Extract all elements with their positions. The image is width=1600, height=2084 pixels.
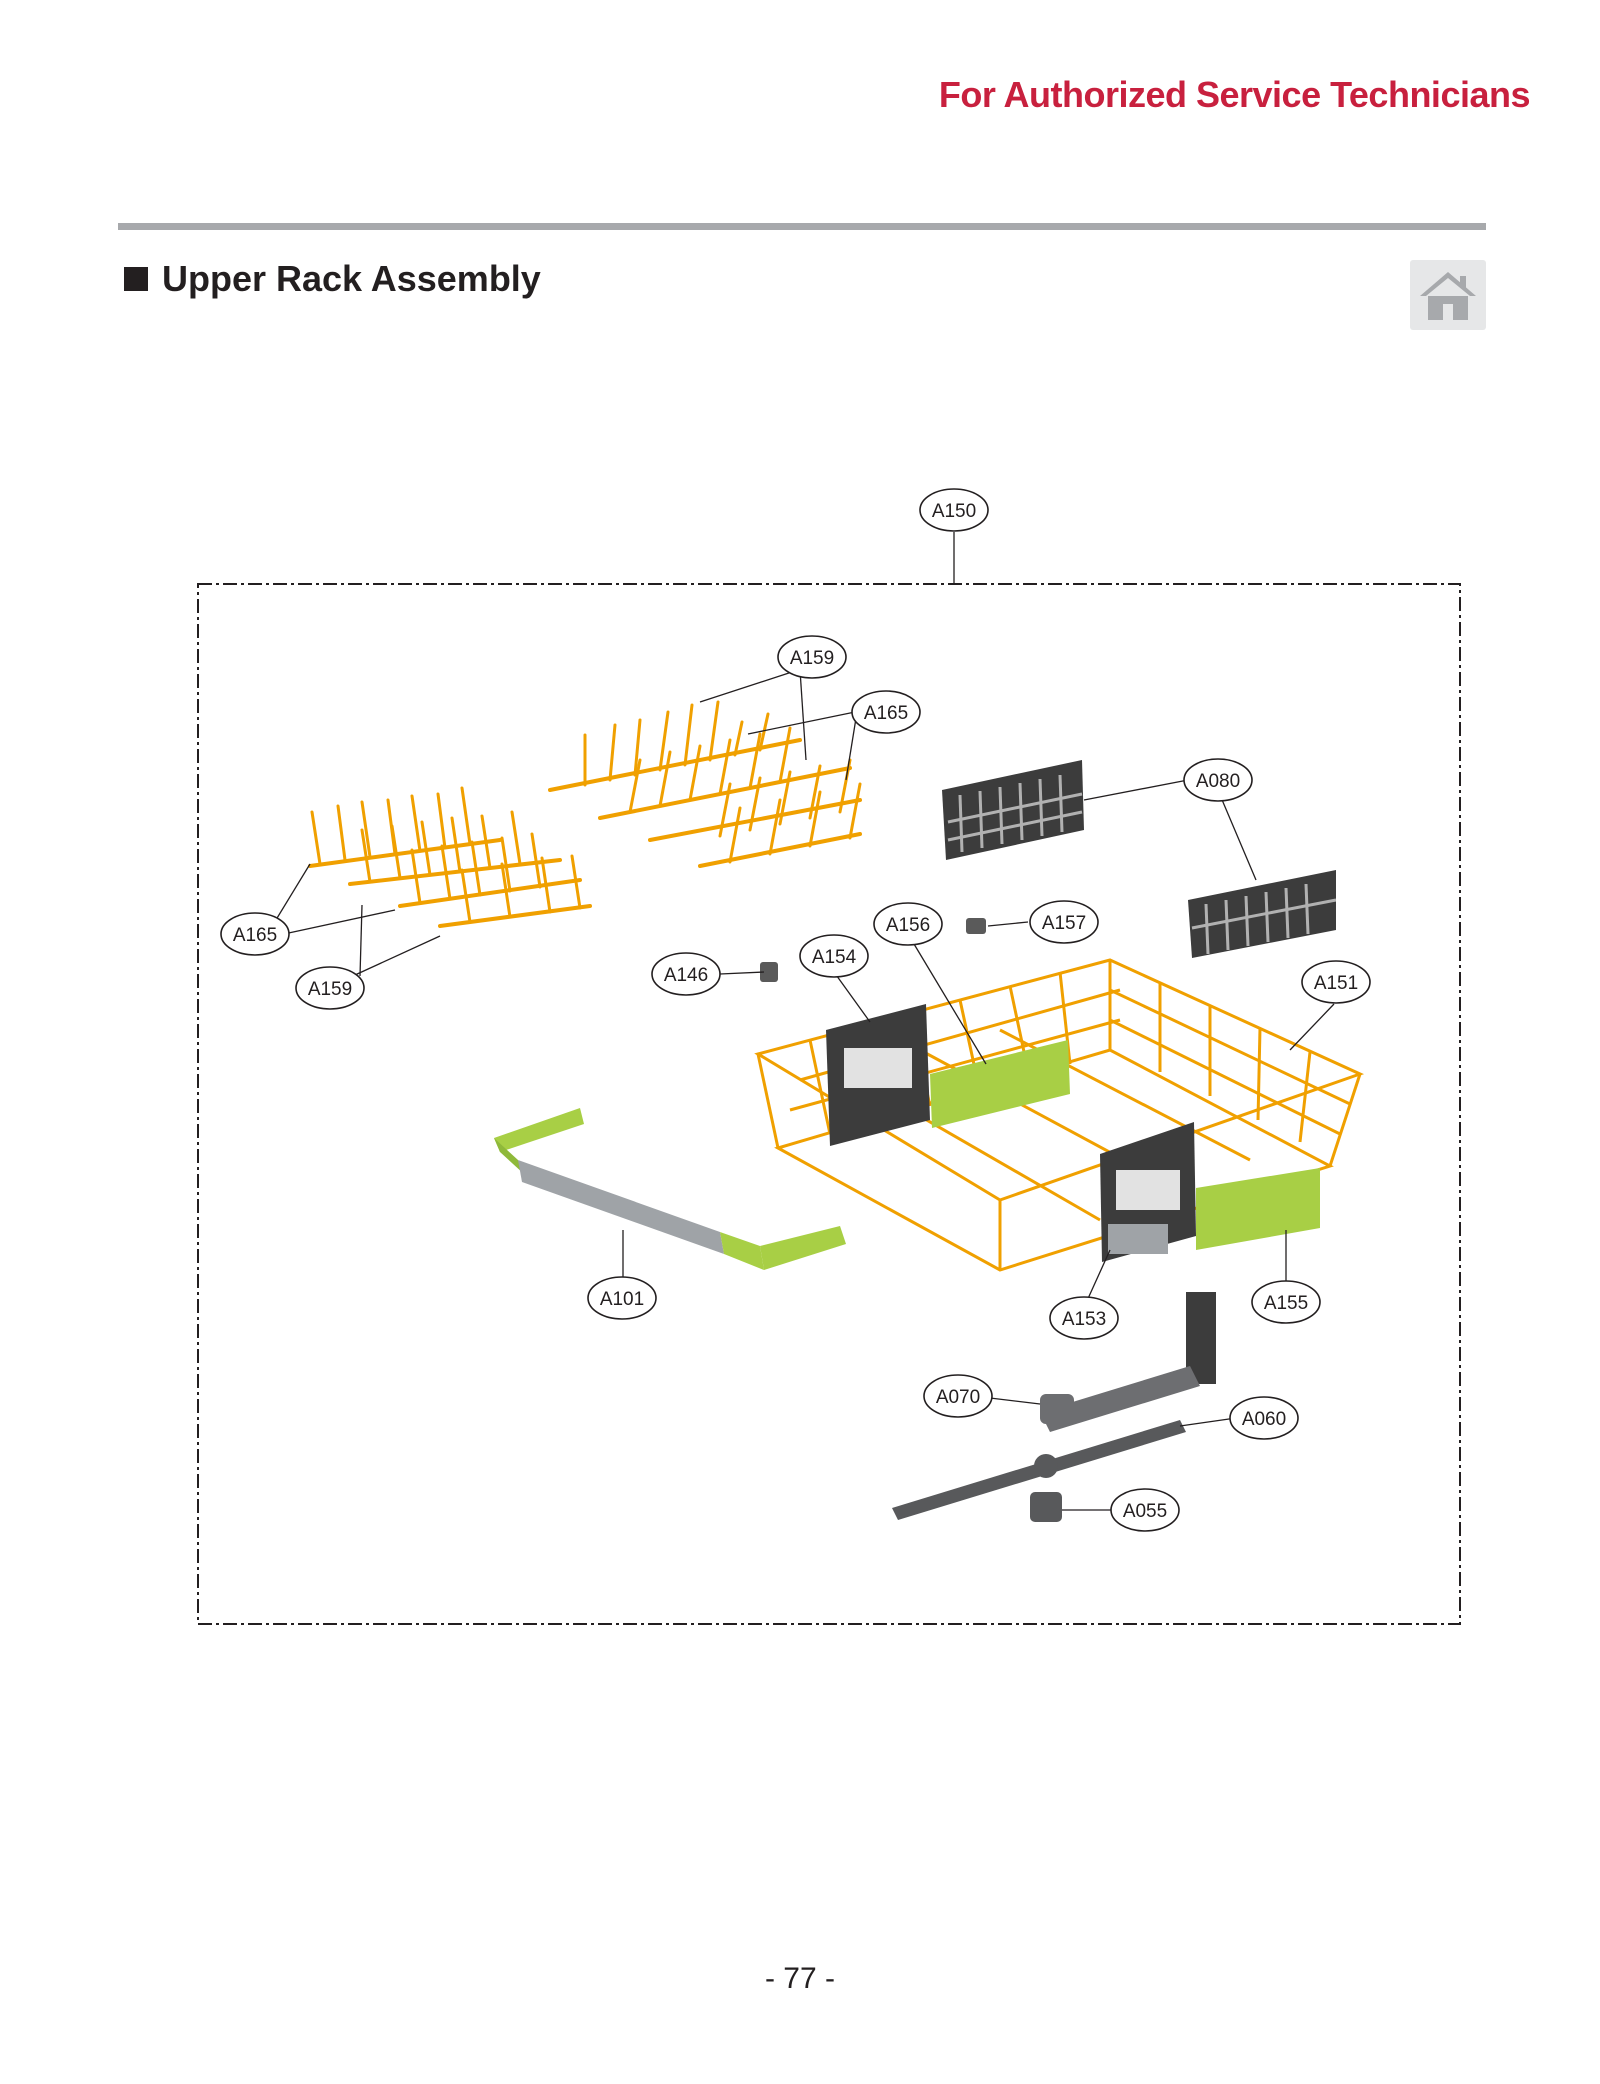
callout-a070: A070 (923, 1374, 993, 1418)
callout-a151: A151 (1301, 960, 1371, 1004)
assembly-boundary (197, 583, 1461, 1625)
home-button[interactable] (1410, 260, 1486, 330)
svg-text:A159: A159 (790, 648, 834, 669)
svg-text:A101: A101 (600, 1289, 644, 1310)
callout-a150: A150 (919, 488, 989, 532)
tine-row-left-spikes (310, 786, 582, 924)
leader-lines (270, 532, 1335, 1511)
callout-a157: A157 (1029, 900, 1099, 944)
callout-a154: A154 (799, 934, 869, 978)
tine-row-left (308, 838, 592, 928)
svg-text:A159: A159 (308, 979, 352, 1000)
svg-text:A154: A154 (812, 947, 857, 968)
spray-arm-hub (1030, 1492, 1062, 1522)
adjuster-left (826, 1004, 1070, 1146)
callout-a153: A153 (1049, 1296, 1119, 1340)
svg-text:A156: A156 (886, 915, 930, 936)
callout-a080: A080 (1183, 758, 1253, 802)
svg-text:A157: A157 (1042, 913, 1086, 934)
tine-row-top-spikes (583, 700, 862, 864)
svg-text:A165: A165 (233, 925, 277, 946)
page-number: - 77 - (764, 1962, 836, 1995)
spray-arm (892, 1420, 1186, 1520)
callout-a155: A155 (1251, 1280, 1321, 1324)
svg-text:A080: A080 (1196, 771, 1240, 792)
home-icon (1420, 272, 1476, 320)
callout-a165-left: A165 (220, 912, 290, 956)
callout-a156: A156 (873, 902, 943, 946)
section-title: Upper Rack Assembly (162, 258, 541, 299)
callout-a159-top: A159 (777, 635, 847, 679)
callout-a159-left: A159 (295, 966, 365, 1010)
svg-text:A146: A146 (664, 965, 708, 986)
callout-a146: A146 (651, 952, 721, 996)
callout-a165-top: A165 (851, 690, 921, 734)
supply-manifold (1040, 1292, 1216, 1432)
cutlery-shelf-lower (1188, 870, 1337, 958)
svg-text:A155: A155 (1264, 1293, 1308, 1314)
clip-a157 (966, 918, 986, 934)
authorized-technicians-note: For Authorized Service Technicians (938, 74, 1531, 115)
header-rule (118, 223, 1486, 230)
section-heading: Upper Rack Assembly (124, 258, 541, 300)
tine-row-top (548, 738, 862, 868)
callout-a101: A101 (587, 1276, 657, 1320)
rack-handle (494, 1108, 846, 1270)
svg-text:A165: A165 (864, 703, 908, 724)
svg-text:A055: A055 (1123, 1501, 1167, 1522)
clip-a146 (760, 962, 778, 982)
adjuster-right (1100, 1122, 1320, 1262)
svg-text:A153: A153 (1062, 1309, 1106, 1330)
callout-a060: A060 (1229, 1396, 1299, 1440)
svg-text:A151: A151 (1314, 973, 1358, 994)
svg-text:A060: A060 (1242, 1409, 1286, 1430)
svg-text:A150: A150 (932, 501, 976, 522)
cutlery-shelf-upper (942, 760, 1084, 860)
square-bullet-icon (124, 267, 148, 291)
svg-text:A070: A070 (936, 1387, 980, 1408)
callout-a055: A055 (1110, 1488, 1180, 1532)
